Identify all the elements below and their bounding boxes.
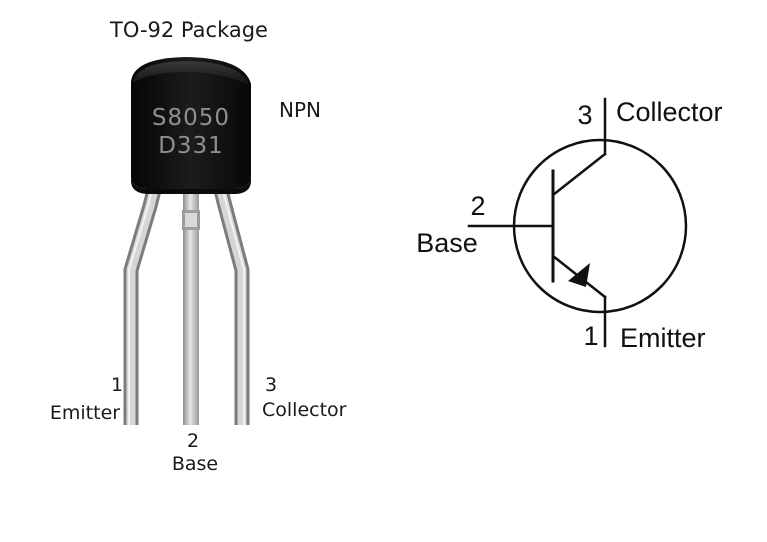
lead-collector: [212, 184, 250, 425]
schematic-collector-number: 3: [577, 100, 592, 130]
lead-emitter: [123, 184, 163, 425]
emitter-arrow-icon: [568, 263, 590, 287]
npn-schematic-symbol: [467, 97, 688, 348]
photo-pin-3-name: Collector: [262, 399, 347, 421]
photo-pin-2-number: 2: [187, 430, 199, 452]
transistor-type-label: NPN: [279, 98, 321, 122]
photo-pin-2-name: Base: [172, 453, 218, 475]
schematic-collector-name: Collector: [616, 97, 723, 127]
collector-diagonal: [551, 152, 607, 197]
part-marking-line-2: D331: [158, 133, 224, 159]
photo-pin-1-name: Emitter: [50, 402, 120, 424]
photo-pin-3-number: 3: [265, 374, 277, 396]
lead-base: [182, 186, 200, 425]
schematic-base-number: 2: [470, 191, 485, 221]
package-title: TO-92 Package: [109, 18, 268, 42]
schematic-emitter-name: Emitter: [620, 323, 706, 353]
part-marking-line-1: S8050: [152, 105, 230, 131]
schematic-emitter-number: 1: [583, 321, 598, 351]
transistor-photo: S8050 D331: [123, 57, 251, 425]
schematic-base-name: Base: [416, 228, 478, 258]
transistor-body: [131, 57, 251, 194]
photo-pin-1-number: 1: [111, 374, 123, 396]
